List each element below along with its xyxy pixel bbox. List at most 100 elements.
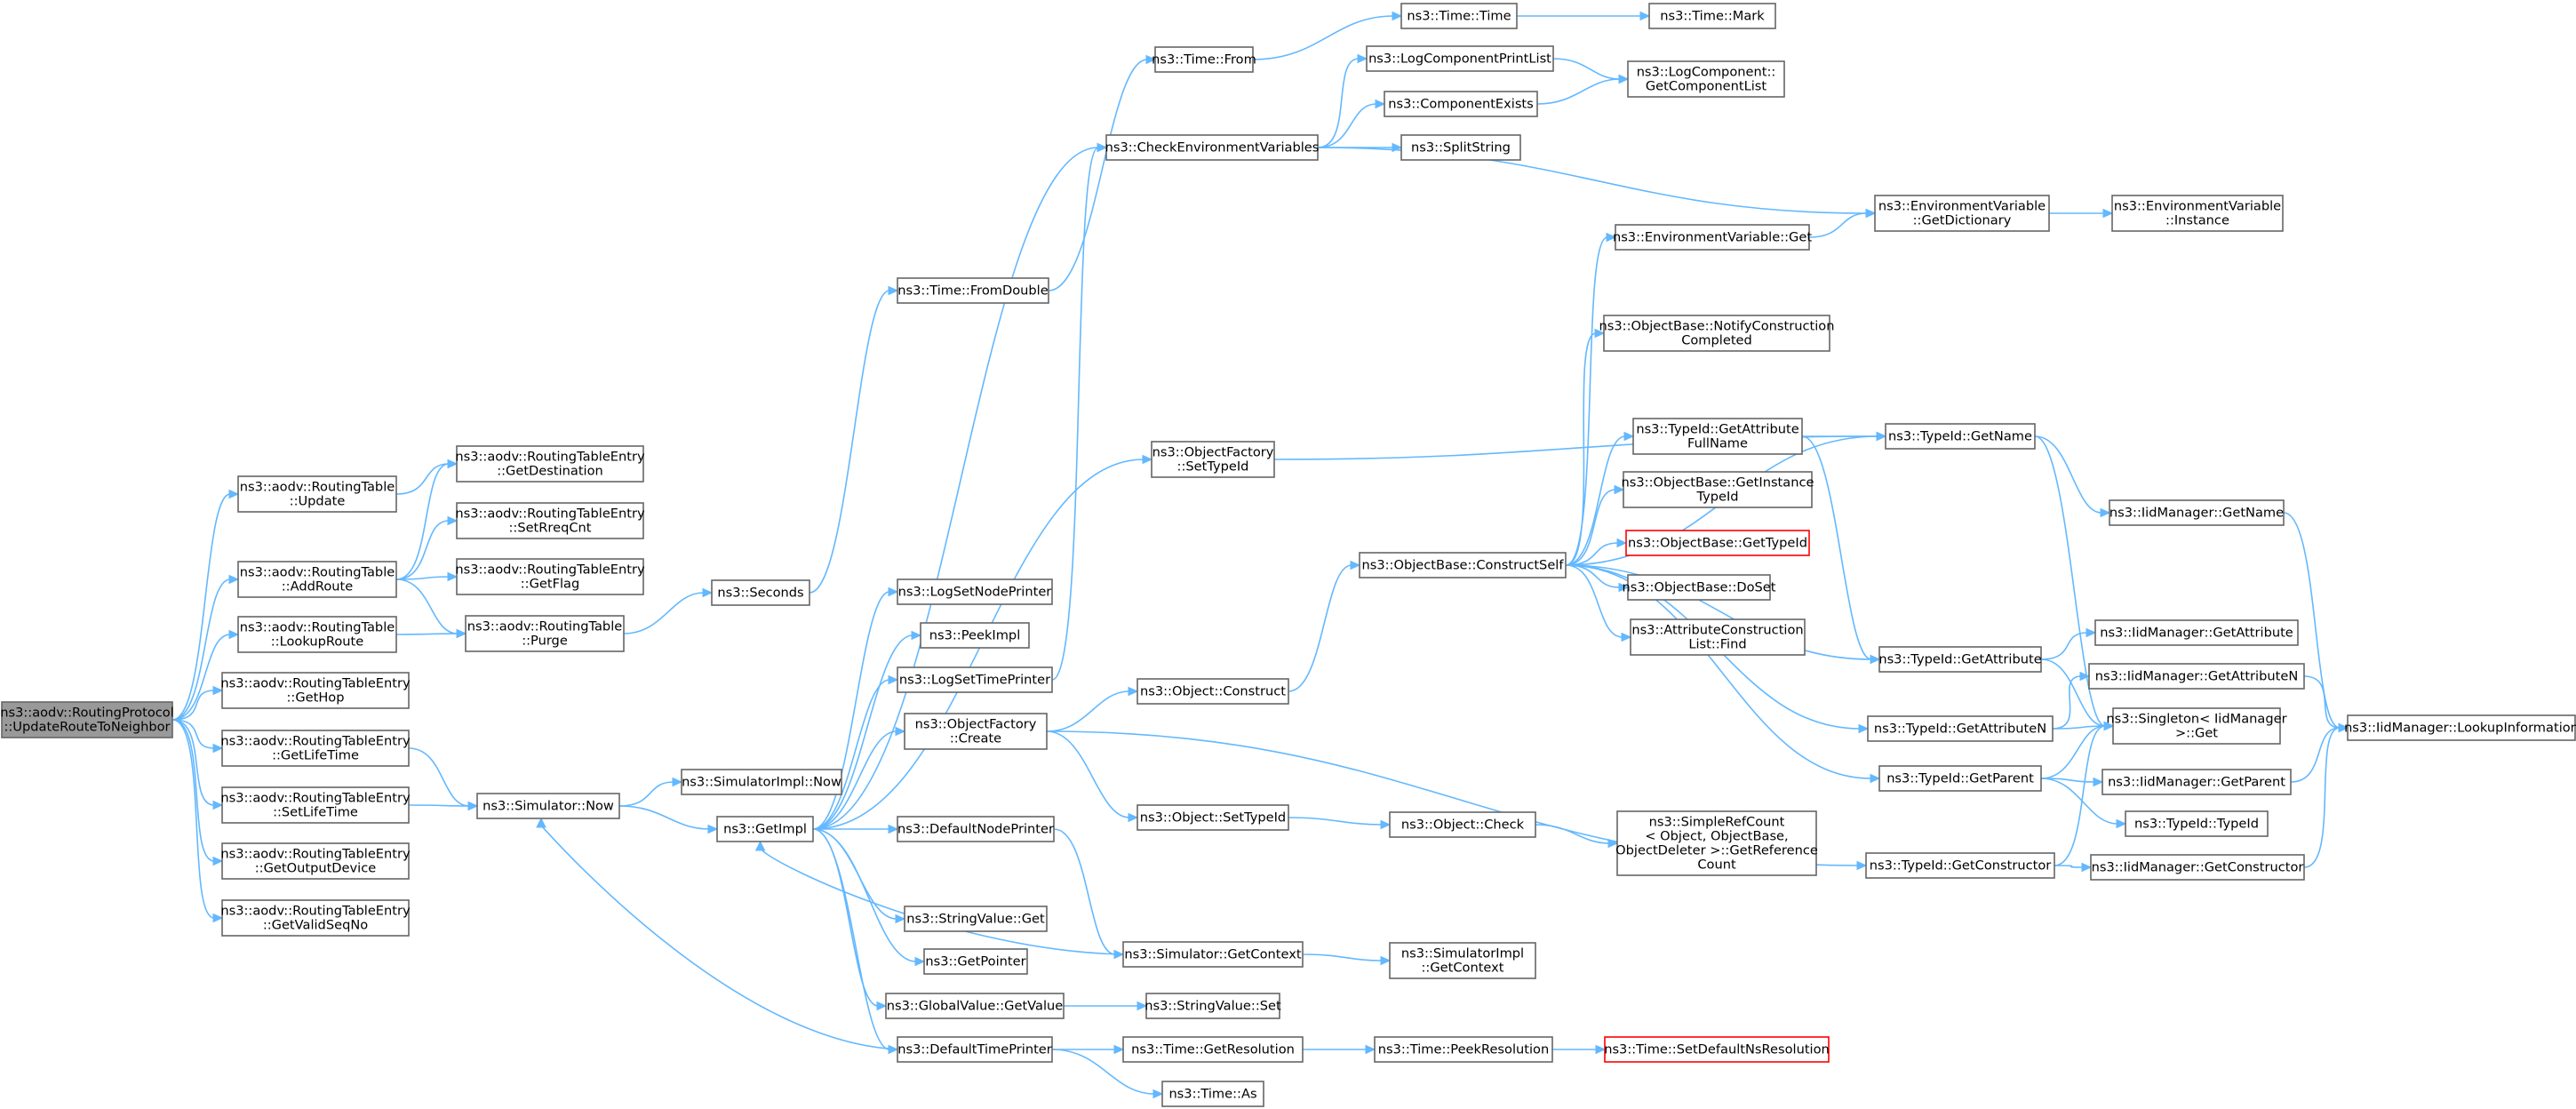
node-simplerefcount[interactable]: ns3::SimpleRefCount< Object, ObjectBase,… <box>1615 810 1818 876</box>
node-tid-getname[interactable]: ns3::TypeId::GetName <box>1885 423 2036 450</box>
node-rt-lookup[interactable]: ns3::aodv::RoutingTable::LookupRoute <box>237 616 397 653</box>
node-sim-getctx[interactable]: ns3::Simulator::GetContext <box>1122 941 1304 968</box>
node-sv-set[interactable]: ns3::StringValue::Set <box>1144 993 1281 1019</box>
node-iid-getattrn[interactable]: ns3::IidManager::GetAttributeN <box>2088 663 2305 690</box>
node-obj-check[interactable]: ns3::Object::Check <box>1389 811 1536 838</box>
node-box <box>1400 134 1521 161</box>
node-time-peekres[interactable]: ns3::Time::PeekResolution <box>1374 1036 1553 1063</box>
node-label: ns3::IidManager::GetConstructor <box>2092 860 2304 875</box>
node-rt-purge[interactable]: ns3::aodv::RoutingTable::Purge <box>465 615 625 652</box>
node-root[interactable]: ns3::aodv::RoutingProtocol::UpdateRouteT… <box>0 701 174 738</box>
node-label: ns3::DefaultTimePrinter <box>897 1042 1052 1057</box>
node-defnodeprinter[interactable]: ns3::DefaultNodePrinter <box>897 816 1055 842</box>
node-rte-gethop[interactable]: ns3::aodv::RoutingTableEntry::GetHop <box>220 672 411 709</box>
node-singleton-get[interactable]: ns3::Singleton< IidManager>::Get <box>2106 707 2287 745</box>
node-label: ns3::IidManager::LookupInformation <box>2344 721 2576 736</box>
node-time-setdefns[interactable]: ns3::Time::SetDefaultNsResolution <box>1604 1036 1830 1063</box>
node-envvar-instance[interactable]: ns3::EnvironmentVariable::Instance <box>2111 195 2284 232</box>
node-box <box>465 615 625 652</box>
node-time-mark[interactable]: ns3::Time::Mark <box>1648 3 1776 29</box>
node-tid-getparent[interactable]: ns3::TypeId::GetParent <box>1878 765 2042 792</box>
node-rte-setlife[interactable]: ns3::aodv::RoutingTableEntry::SetLifeTim… <box>220 786 411 824</box>
edge-arrowhead <box>212 685 224 696</box>
node-logsettime[interactable]: ns3::LogSetTimePrinter <box>897 666 1053 693</box>
node-label: ns3::Object::SetTypeId <box>1140 810 1286 826</box>
node-box <box>1359 552 1567 578</box>
node-iid-getname[interactable]: ns3::IidManager::GetName <box>2109 499 2285 526</box>
node-box <box>237 561 397 598</box>
node-ob-gettid[interactable]: ns3::ObjectBase::GetTypeId <box>1625 530 1810 556</box>
node-rt-addroute[interactable]: ns3::aodv::RoutingTable::AddRoute <box>237 561 397 598</box>
node-iid-lookup[interactable]: ns3::IidManager::LookupInformation <box>2344 714 2576 741</box>
node-obj-construct[interactable]: ns3::Object::Construct <box>1136 678 1289 705</box>
node-iid-getattr[interactable]: ns3::IidManager::GetAttribute <box>2094 619 2299 646</box>
node-objfact-settid[interactable]: ns3::ObjectFactory::SetTypeId <box>1151 441 1275 478</box>
node-compexists[interactable]: ns3::ComponentExists <box>1384 91 1538 117</box>
node-rte-getflag[interactable]: ns3::aodv::RoutingTableEntry::GetFlag <box>455 558 645 595</box>
node-logsetnode[interactable]: ns3::LogSetNodePrinter <box>897 578 1053 605</box>
node-rte-getdest[interactable]: ns3::aodv::RoutingTableEntry::GetDestina… <box>455 445 645 483</box>
node-box <box>2101 769 2292 795</box>
node-label: ns3::StringValue::Get <box>906 912 1045 927</box>
node-rte-getvalid[interactable]: ns3::aodv::RoutingTableEntry::GetValidSe… <box>220 899 411 937</box>
node-ob-doset[interactable]: ns3::ObjectBase::DoSet <box>1622 574 1776 601</box>
node-tid-getctor[interactable]: ns3::TypeId::GetConstructor <box>1865 852 2055 879</box>
node-sim-now[interactable]: ns3::Simulator::Now <box>476 793 620 819</box>
node-box <box>1604 1036 1830 1063</box>
edge-arrowhead <box>1606 232 1617 243</box>
edge-constructself-to-tid-getparent <box>1565 564 1872 779</box>
node-label: ::GetFlag <box>521 577 580 592</box>
node-tid-getattr[interactable]: ns3::TypeId::GetAttribute <box>1878 646 2042 673</box>
node-getimpl[interactable]: ns3::GetImpl <box>716 816 814 842</box>
node-logcompprint[interactable]: ns3::LogComponentPrintList <box>1366 45 1554 72</box>
node-rte-setrreq[interactable]: ns3::aodv::RoutingTableEntry::SetRreqCnt <box>455 502 645 539</box>
node-envvar-get[interactable]: ns3::EnvironmentVariable::Get <box>1613 224 1812 251</box>
node-time-getres[interactable]: ns3::Time::GetResolution <box>1122 1036 1304 1063</box>
node-label: ns3::TypeId::GetAttribute <box>1878 652 2041 667</box>
node-label: ns3::GetPointer <box>925 954 1025 969</box>
node-label: ns3::EnvironmentVariable <box>1878 199 2046 214</box>
node-label: ns3::TypeId::GetName <box>1888 429 2032 444</box>
node-fromdouble[interactable]: ns3::Time::FromDouble <box>897 277 1049 304</box>
node-obj-settid[interactable]: ns3::Object::SetTypeId <box>1136 804 1289 831</box>
node-gv-getvalue[interactable]: ns3::GlobalValue::GetValue <box>885 993 1065 1019</box>
node-envvar-getdict[interactable]: ns3::EnvironmentVariable::GetDictionary <box>1874 195 2050 232</box>
node-rte-getlife[interactable]: ns3::aodv::RoutingTableEntry::GetLifeTim… <box>220 730 411 767</box>
node-deftimeprinter[interactable]: ns3::DefaultTimePrinter <box>897 1036 1053 1063</box>
node-rte-getout[interactable]: ns3::aodv::RoutingTableEntry::GetOutputD… <box>220 842 411 880</box>
node-notifyconst[interactable]: ns3::ObjectBase::NotifyConstructionCompl… <box>1599 315 1835 352</box>
node-label: ::AddRoute <box>282 579 353 594</box>
node-label: ns3::Time::Time <box>1407 9 1511 24</box>
node-stringvalue-get[interactable]: ns3::StringValue::Get <box>904 906 1048 932</box>
node-tid-getattrn[interactable]: ns3::TypeId::GetAttributeN <box>1867 715 2054 742</box>
node-box <box>221 842 410 880</box>
node-iid-getctor[interactable]: ns3::IidManager::GetConstructor <box>2090 854 2305 881</box>
node-time-time[interactable]: ns3::Time::Time <box>1400 3 1518 29</box>
node-logcomplist[interactable]: ns3::LogComponent::GetComponentList <box>1627 60 1785 98</box>
node-iid-getparent[interactable]: ns3::IidManager::GetParent <box>2101 769 2292 795</box>
node-box <box>1615 224 1810 251</box>
edge-arrowhead <box>212 913 224 923</box>
node-rt-update[interactable]: ns3::aodv::RoutingTable::Update <box>237 475 397 513</box>
node-seconds[interactable]: ns3::Seconds <box>711 579 810 606</box>
edge-logcompprint-to-logcomplist <box>1552 58 1621 80</box>
node-constructself[interactable]: ns3::ObjectBase::ConstructSelf <box>1359 552 1567 578</box>
node-simimpl-now[interactable]: ns3::SimulatorImpl::Now <box>681 769 842 795</box>
node-splitstring[interactable]: ns3::SplitString <box>1400 134 1521 161</box>
edge-getimpl-to-objfact-create <box>812 730 897 830</box>
node-objfact-create[interactable]: ns3::ObjectFactory::Create <box>904 713 1048 750</box>
node-time-from[interactable]: ns3::Time::From <box>1152 46 1256 73</box>
node-tid-typeid[interactable]: ns3::TypeId::TypeId <box>2125 810 2269 837</box>
edge-arrowhead <box>1365 1044 1376 1055</box>
node-time-as[interactable]: ns3::Time::As <box>1161 1081 1264 1107</box>
node-label: ns3::Object::Check <box>1401 818 1525 833</box>
node-getpointer[interactable]: ns3::GetPointer <box>923 948 1028 975</box>
node-peekimpl[interactable]: ns3::PeekImpl <box>920 622 1030 649</box>
edge-arrowhead <box>707 824 719 834</box>
edge-arrowhead <box>1357 53 1368 64</box>
node-checkenv[interactable]: ns3::CheckEnvironmentVariables <box>1105 134 1320 161</box>
node-simimpl-getctx[interactable]: ns3::SimulatorImpl::GetContext <box>1389 942 1536 979</box>
